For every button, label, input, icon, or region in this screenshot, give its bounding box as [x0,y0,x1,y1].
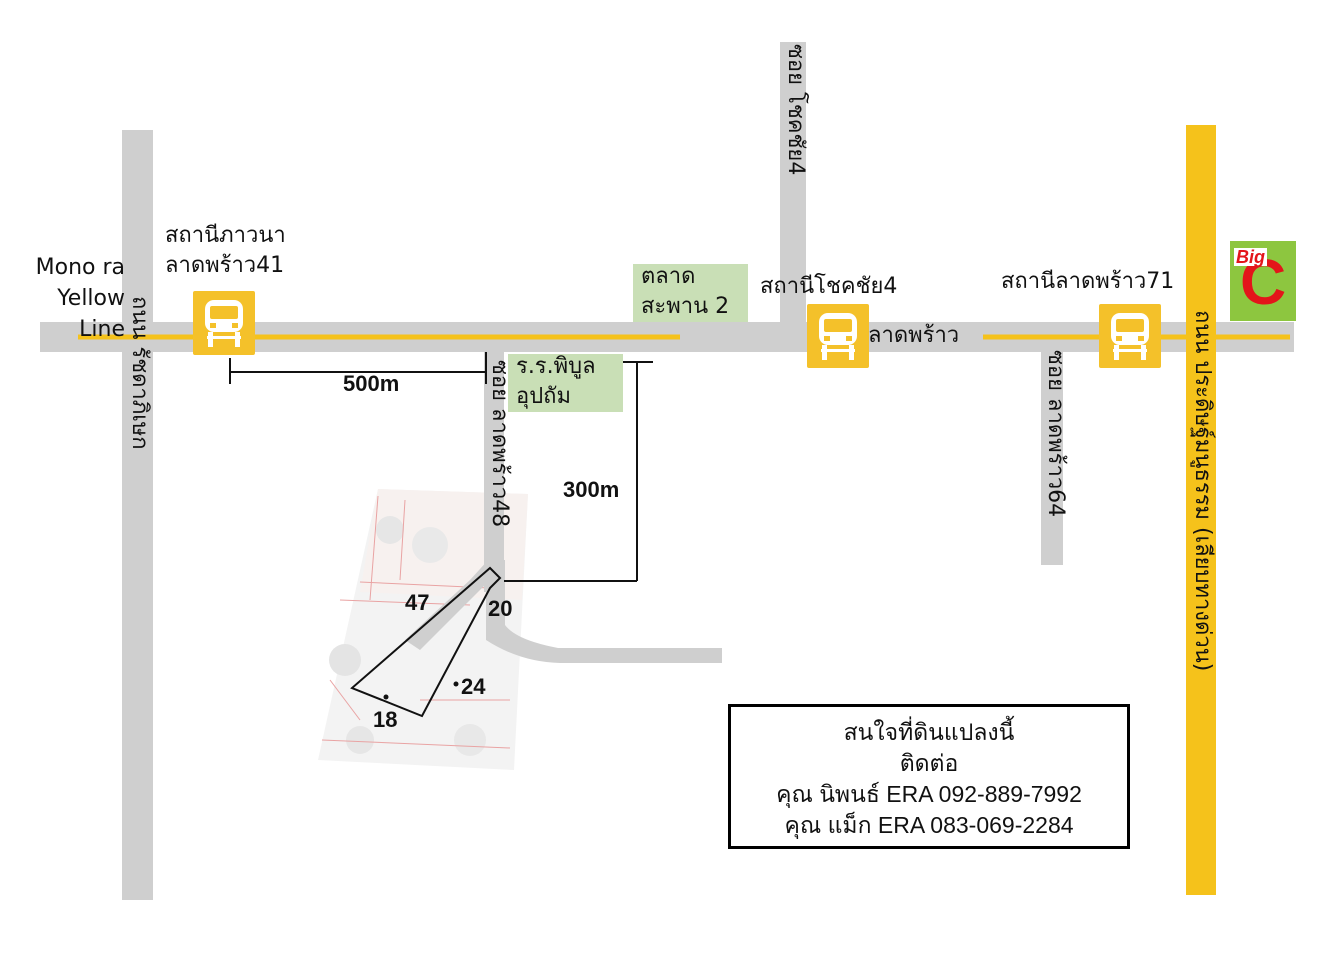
market-label-box: ตลาด สะพาน 2 [633,264,748,322]
road-soi-branch [486,560,722,663]
station-bhawana-icon [193,291,255,355]
land-plot-outline [350,566,502,718]
market-label: ตลาด สะพาน 2 [641,264,730,319]
contact-box: สนใจที่ดินแปลงนี้ ติดต่อ คุณ นิพนธ์ ERA … [728,704,1130,849]
plot-edge-18: 18 [373,707,398,732]
school-label: ร.ร.พิบูล อุปถัม [516,354,596,409]
distance-300m-label: 300m [563,477,620,502]
contact-line-2: ติดต่อ [899,750,959,776]
plot-edge-20: 20 [488,596,513,621]
road-pradit-manutham-label: ถนน ประดิษฐ์มนูธรรม (เลียบทางด่วน) [1190,310,1215,672]
road-soi-chokchai4 [780,42,806,332]
distance-500m-marker [229,352,487,384]
station-ladprao71-label: สถานีลาดพร้าว71 [1001,269,1175,294]
distance-500m-label: 500m [343,371,400,396]
soi-ladprao48-label: ซอย ลาดพร้าว48 [487,360,512,528]
road-ratchadaphisek-label: ถนน รัชดาภิเษก [127,296,152,450]
metro-line-legend: Mono ra Yellow Line [35,255,125,342]
road-soi-ladprao48 [484,352,504,592]
bigc-logo-text: Big [1234,247,1267,267]
contact-line-1: สนใจที่ดินแปลงนี้ [843,719,1015,745]
distance-300m-marker [504,361,653,582]
station-chokchai4-icon [807,304,869,368]
road-soi-ladprao64 [1041,337,1063,565]
school-label-box: ร.ร.พิบูล อุปถัม [508,354,623,412]
bigc-logo: C Big [1230,241,1296,321]
plot-edge-47: 47 [405,590,430,615]
road-pradit-manutham [1186,125,1216,895]
contact-line-4: คุณ แม็ก ERA 083-069-2284 [784,812,1074,838]
plot-edge-24: 24 [461,674,486,699]
station-bhawana-label: สถานีภาวนา ลาดพร้าว41 [165,223,286,278]
road-ladprao-label: ลาดพร้าว [868,323,960,348]
station-chokchai4-label: สถานีโชคชัย4 [760,274,898,299]
soi-ladprao64-label: ซอย ลาดพร้าว64 [1043,350,1068,518]
road-ratchadaphisek [122,130,153,900]
soi-chokchai4-label: ซอย โชคชัย4 [783,44,808,176]
contact-line-3: คุณ นิพนธ์ ERA 092-889-7992 [776,781,1082,807]
station-ladprao71-icon [1099,304,1161,368]
